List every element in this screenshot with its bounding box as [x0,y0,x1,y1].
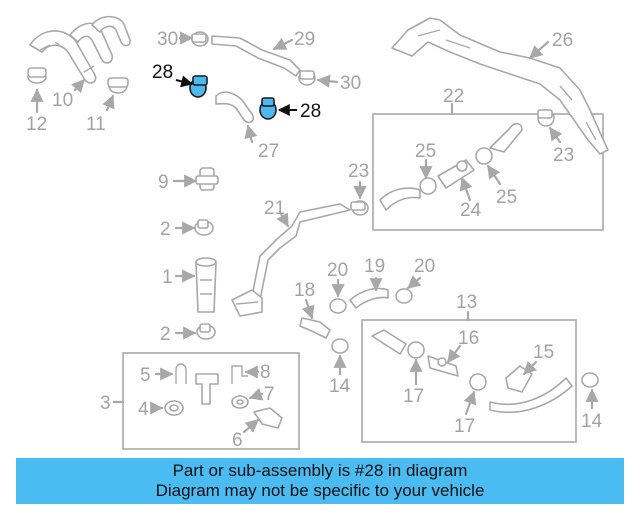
part-13-hose-left [371,329,407,355]
callout-13: 13 [456,292,477,313]
part-20-clamp-right [395,288,413,304]
callout-7: 7 [264,384,275,405]
callout-6: 6 [232,430,243,451]
part-21-pipe [231,203,351,317]
part-4-gasket [164,400,184,416]
callout-30b: 30 [340,73,361,94]
leader-17b [463,390,477,416]
callout-27: 27 [258,141,279,162]
part-27-hose [215,91,255,124]
callout-18: 18 [294,280,315,301]
part-28-clamp-highlighted-a [189,75,208,98]
banner-line-2: Diagram may not be specific to your vehi… [155,481,485,500]
leader-10 [71,78,86,94]
part-25-clamp-right [475,147,493,165]
leader-30b [316,74,339,88]
leader-18 [301,298,315,320]
callout-23b: 23 [553,145,574,166]
part-5-clip [175,363,187,384]
part-3-tee-fitting [195,373,219,405]
callout-10: 10 [52,90,73,111]
callout-21: 21 [264,198,285,219]
callout-26: 26 [552,30,573,51]
callout-12: 12 [26,114,47,135]
callout-28b: 28 [300,101,321,122]
callout-5: 5 [140,365,151,386]
part-26-bracket [391,17,609,155]
callout-11: 11 [86,114,106,135]
callout-29: 29 [294,29,315,50]
part-14-clamp-left [331,338,349,354]
callout-25b: 25 [496,187,517,208]
leader-28a [175,75,194,88]
callout-24: 24 [460,200,482,221]
callout-17a: 17 [403,386,424,407]
banner-line-1: Part or sub-assembly is #28 in diagram [172,461,468,480]
callout-8: 8 [260,362,271,383]
leader-21 [276,210,290,228]
part-24-connector [437,159,475,189]
leader-16 [446,344,462,364]
callout-20a: 20 [327,260,348,281]
info-banner: Part or sub-assembly is #28 in diagram D… [16,458,624,504]
part-20-clamp-left [329,298,347,314]
leader-11 [102,94,115,112]
part-23-clamp-right [537,109,555,127]
leader-26 [528,40,550,60]
leader-7 [248,387,264,401]
leader-23b [548,126,563,144]
part-14-clamp-right [581,372,599,388]
leader-27 [244,124,258,144]
callout-28a: 28 [152,62,173,83]
callout-23a: 23 [348,161,369,182]
part-30-clamp-lower [298,70,316,86]
part-18-fitting [299,317,331,339]
subassembly-box-22 [372,113,604,231]
part-7-gasket [231,395,249,409]
part-12-clamp [27,67,47,84]
part-17-clamp-left [407,341,425,359]
part-2-clamp-upper [194,219,214,236]
part-28-clamp-highlighted-b [259,97,277,120]
leader-29 [272,37,294,51]
callout-15: 15 [533,342,554,363]
callout-14b: 14 [581,411,603,432]
leader-6 [242,418,260,434]
callout-2b: 2 [160,324,171,345]
callout-16: 16 [458,328,479,349]
leader-25b [486,164,502,186]
part-19-hose [349,287,389,309]
callout-2a: 2 [160,219,171,240]
part-29-hose [211,35,301,77]
callout-9: 9 [158,172,169,193]
part-8-clip [231,365,248,384]
callout-30a: 30 [157,29,178,50]
part-30-clamp-upper [191,31,209,47]
callout-22: 22 [443,86,464,107]
part-10-hoses [29,15,131,84]
callout-3: 3 [100,393,111,414]
part-15-hose [489,365,573,414]
part-17-clamp-right [469,373,487,391]
part-1-hose [195,257,217,313]
part-22-hose [379,122,523,211]
part-23-clamp-left [350,200,369,216]
part-16-connector [427,355,459,377]
callout-19: 19 [364,256,385,277]
callout-4: 4 [138,399,149,420]
part-25-clamp-left [419,177,437,195]
callout-14a: 14 [329,376,351,397]
part-2-clamp-lower [196,323,216,340]
callout-25a: 25 [415,141,436,162]
leader-20b [406,275,422,290]
leader-24 [459,176,473,202]
part-6-sensor [253,407,283,429]
callout-1: 1 [162,267,173,288]
leader-15 [522,360,538,376]
part-9-fitting [195,167,219,191]
callout-17b: 17 [454,416,475,437]
part-11-clamp [107,77,129,94]
callout-20b: 20 [414,256,435,277]
